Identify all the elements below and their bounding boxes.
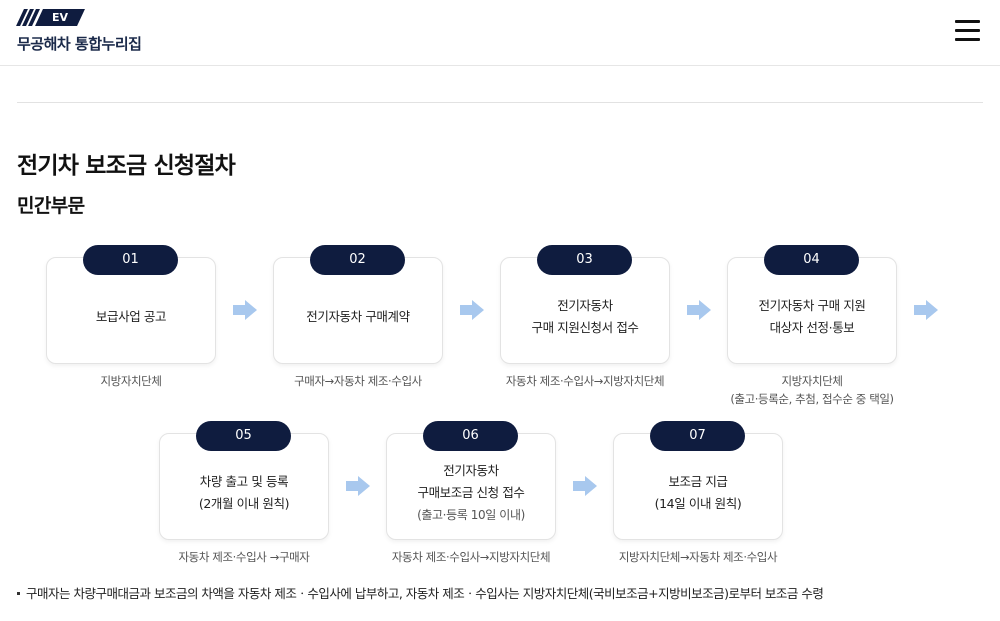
step-number-badge: 05 (196, 421, 291, 451)
step-text: 전기자동차 (443, 462, 499, 478)
step-number-badge: 07 (650, 421, 745, 451)
step-text: (14일 이내 원칙) (654, 495, 742, 511)
right-arrow-icon (914, 300, 938, 320)
step-caption: 지방자치단체 (6, 372, 256, 390)
step-caption: 지방자치단체→자동차 제조·수입사 (573, 548, 823, 566)
logo-badge: EV (51, 11, 69, 24)
step-text: 전기자동차 구매 지원 (758, 297, 866, 313)
step-text: 구매 지원신청서 접수 (531, 319, 639, 335)
step-caption-line: 자동차 제조·수입사→지방자치단체 (391, 550, 551, 564)
right-arrow-icon (460, 300, 484, 320)
step-caption-line: 지방자치단체 (100, 374, 162, 388)
step-text: 대상자 선정·통보 (769, 319, 855, 335)
step-caption-line: (출고·등록순, 추첨, 접수순 중 택일) (730, 392, 894, 406)
page-title: 전기차 보조금 신청절차 (17, 153, 236, 179)
logo-title: 무공해차 통합누리집 (17, 35, 142, 53)
site-logo[interactable]: EV 무공해차 통합누리집 (16, 9, 142, 54)
right-arrow-icon (687, 300, 711, 320)
step-caption: 자동차 제조·수입사→지방자치단체 (460, 372, 710, 390)
step-caption: 자동차 제조·수입사 →구매자 (119, 548, 369, 566)
site-header: EV 무공해차 통합누리집 (0, 0, 1000, 66)
right-arrow-icon (233, 300, 257, 320)
step-note: (출고·등록 10일 이내) (417, 507, 525, 522)
step-caption-line: 지방자치단체 (781, 374, 843, 388)
right-arrow-icon (573, 476, 597, 496)
footnote: 구매자는 차량구매대금과 보조금의 차액을 자동차 제조ㆍ수입사에 납부하고, … (17, 583, 824, 602)
step-text: (2개월 이내 원칙) (198, 495, 290, 511)
step-number-badge: 04 (764, 245, 859, 275)
step-text: 전기자동차 (557, 297, 613, 313)
section-subtitle: 민간부문 (17, 195, 85, 217)
step-caption-line: 자동차 제조·수입사 →구매자 (178, 550, 310, 564)
step-text: 차량 출고 및 등록 (199, 473, 289, 489)
section-divider (17, 102, 983, 103)
ev-logo-icon: EV (16, 9, 85, 26)
step-caption: 지방자치단체 (출고·등록순, 추첨, 접수순 중 택일) (687, 372, 937, 408)
right-arrow-icon (346, 476, 370, 496)
step-text: 보조금 지급 (668, 473, 728, 489)
step-caption-line: 자동차 제조·수입사→지방자치단체 (505, 374, 665, 388)
step-number-badge: 01 (83, 245, 178, 275)
step-text: 전기자동차 구매계약 (306, 308, 410, 324)
footnote-text: 구매자는 차량구매대금과 보조금의 차액을 자동차 제조ㆍ수입사에 납부하고, … (26, 586, 824, 601)
step-number-badge: 03 (537, 245, 632, 275)
step-text: 구매보조금 신청 접수 (417, 484, 525, 500)
bullet-icon (17, 592, 20, 595)
step-number-badge: 02 (310, 245, 405, 275)
step-caption: 자동차 제조·수입사→지방자치단체 (346, 548, 596, 566)
hamburger-menu-icon[interactable] (955, 20, 980, 42)
step-caption-line: 구매자→자동차 제조·수입사 (294, 374, 422, 388)
step-caption: 구매자→자동차 제조·수입사 (233, 372, 483, 390)
step-caption-line: 지방자치단체→자동차 제조·수입사 (618, 550, 778, 564)
step-text: 보급사업 공고 (95, 308, 167, 324)
step-number-badge: 06 (423, 421, 518, 451)
